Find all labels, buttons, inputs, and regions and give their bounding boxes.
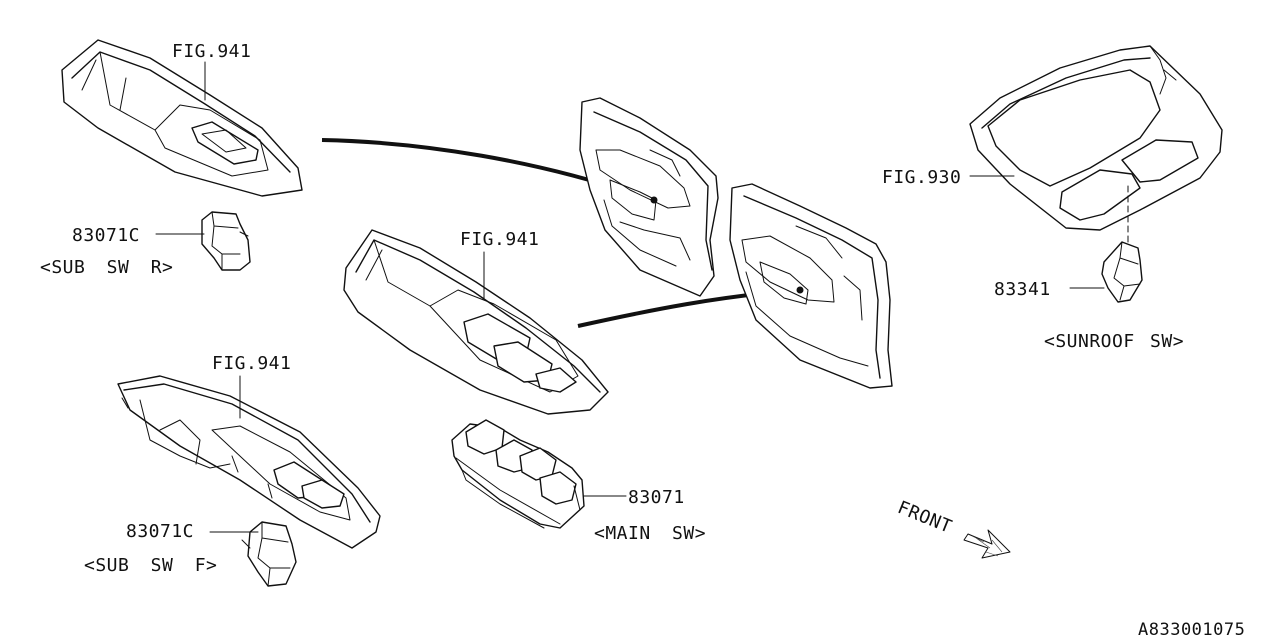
main-switch xyxy=(451,419,585,529)
front-door-trim-panel xyxy=(729,183,893,389)
label-part-83071: 83071 xyxy=(628,487,685,508)
label-sub-sw-f: <SUB SW F> xyxy=(84,555,218,576)
label-part-83341: 83341 xyxy=(994,279,1051,300)
sunroof-switch xyxy=(1101,241,1143,303)
label-fig941-mid: FIG.941 xyxy=(460,229,540,250)
label-fig941-top: FIG.941 xyxy=(172,41,252,62)
front-arrow-icon xyxy=(963,529,1011,559)
label-part-83071c-r: 83071C xyxy=(72,225,141,246)
label-sunroof-sw: <SUNROOF SW> xyxy=(1044,331,1185,352)
label-sub-sw-r: <SUB SW R> xyxy=(40,257,174,278)
armrest-panel-rear-right xyxy=(61,39,303,197)
rear-door-trim-panel xyxy=(579,97,719,297)
sub-switch-rear xyxy=(201,211,251,271)
armrest-panel-front-left xyxy=(343,229,609,415)
label-fig941-bot: FIG.941 xyxy=(212,353,292,374)
label-fig930: FIG.930 xyxy=(882,167,962,188)
label-part-83071c-f: 83071C xyxy=(126,521,195,542)
sub-switch-front xyxy=(241,521,297,587)
label-main-sw: <MAIN SW> xyxy=(594,523,707,544)
armrest-panel-front-right xyxy=(117,375,381,549)
drawing-id: A833001075 xyxy=(1138,620,1246,640)
overhead-console xyxy=(969,45,1223,231)
